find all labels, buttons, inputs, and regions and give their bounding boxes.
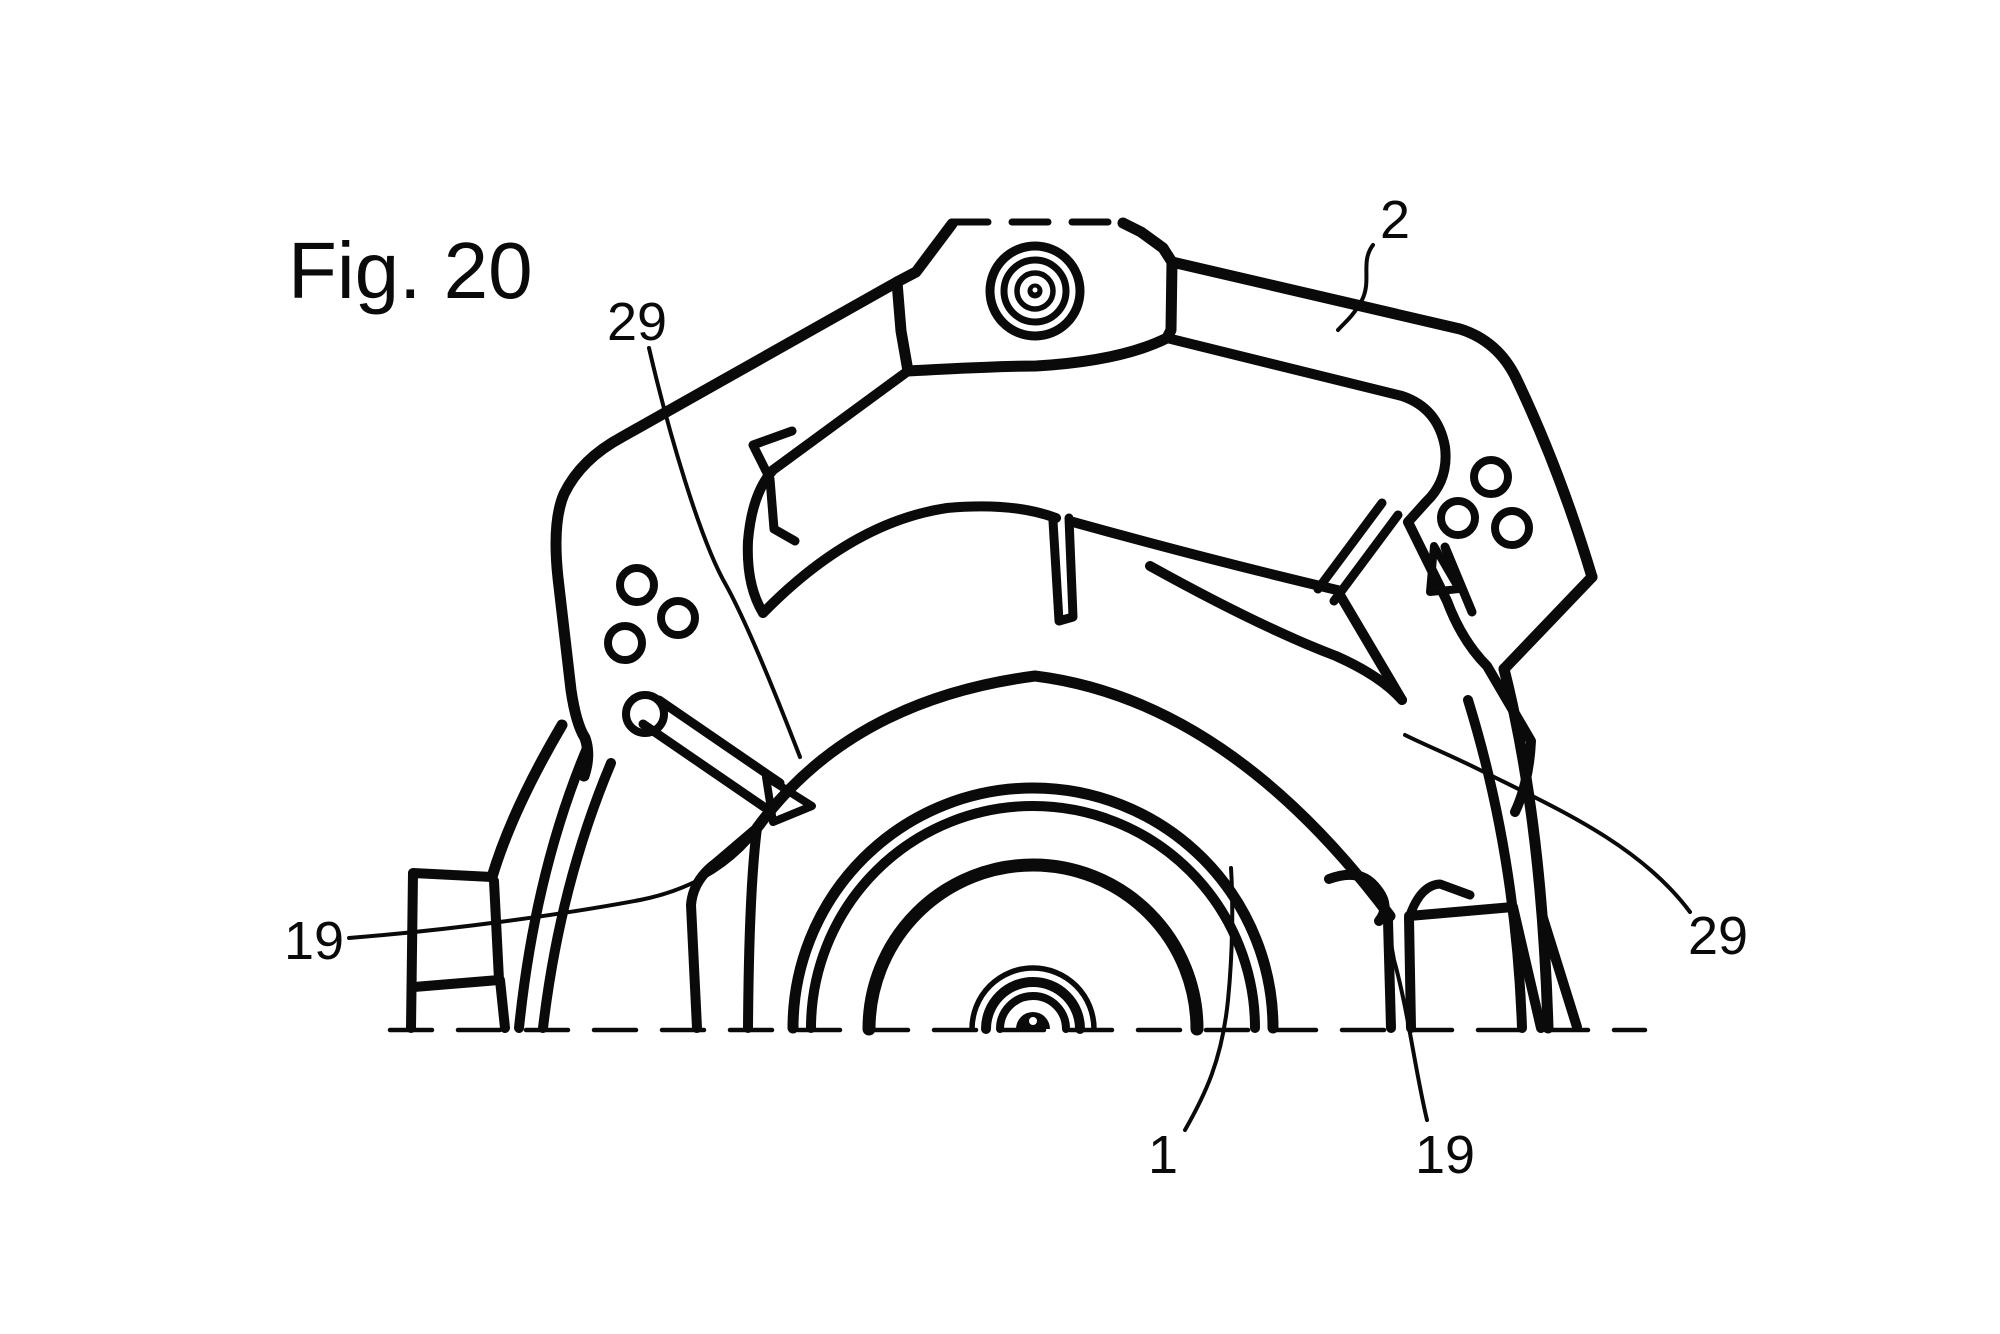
leader-2 [1336, 243, 1375, 332]
ref-label-29-left: 29 [607, 292, 667, 352]
left-shoe-top-edge [758, 501, 1061, 618]
leader-29-left [647, 346, 802, 759]
top-pivot-bullseye [985, 241, 1085, 341]
figure-title: Fig. 20 [288, 226, 533, 315]
ref-label-19-left: 19 [284, 911, 344, 971]
right-shoe-bottom-edge [1145, 561, 1407, 705]
leader-29-right [1403, 733, 1692, 914]
plate-outer-contour [751, 670, 1396, 922]
right-shoe-top-edge [1068, 517, 1342, 595]
band-right-outer-edge [1166, 256, 1598, 583]
leader-1 [1183, 866, 1235, 1132]
center-step-edges [1048, 513, 1078, 626]
left-arm-holes [604, 564, 699, 664]
leader-lines [347, 243, 1692, 1132]
left-pawl [686, 823, 762, 1033]
ref-label-1: 1 [1148, 1125, 1178, 1185]
band-left-inner-edge [742, 366, 913, 618]
band-left-outer-edge [550, 276, 903, 782]
left-housing [406, 719, 616, 1033]
leader-19-left [347, 830, 759, 940]
band-right-inner-edge [1162, 333, 1451, 527]
left-pin [622, 691, 816, 826]
ref-label-29-right: 29 [1688, 906, 1748, 966]
right-arm-holes [1437, 456, 1533, 549]
hub-bullseye [969, 965, 1097, 1034]
right-shoe-end-edge [1332, 585, 1407, 705]
left-shoe-tab-notch [748, 426, 800, 546]
right-housing [1463, 571, 1598, 1034]
ref-label-19-bottom: 19 [1415, 1125, 1475, 1185]
disc-arcs [787, 782, 1279, 1036]
leader-19-bottom [1388, 936, 1429, 1122]
ref-label-2: 2 [1380, 190, 1410, 250]
